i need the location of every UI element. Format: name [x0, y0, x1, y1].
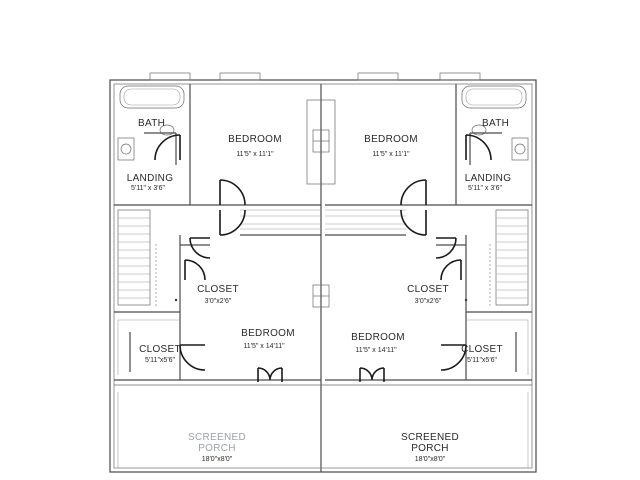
toilet-left	[159, 124, 175, 136]
porch-right-line1: SCREENED	[401, 432, 459, 443]
bedroom-bottom-right-dim: 11'5" x 14'11"	[355, 347, 397, 354]
door-hall-left	[219, 209, 246, 236]
door-porch-right	[359, 367, 385, 382]
bath-left-label: BATH	[138, 118, 165, 129]
closet-low-right-name: CLOSET	[461, 344, 503, 355]
closet-mid-right-marker	[464, 298, 468, 302]
porch-left-line2: PORCH	[198, 443, 236, 454]
chimney-top	[306, 99, 336, 185]
door-closet-mid-left	[189, 237, 211, 259]
door-bedroom-top-left	[219, 179, 246, 206]
porch-structure	[114, 384, 532, 469]
sink-basin-right	[514, 143, 526, 155]
landing-left-name: LANDING	[127, 173, 174, 184]
sink-basin-left	[120, 143, 132, 155]
door-stair-left	[184, 259, 206, 281]
doors	[154, 134, 492, 382]
closet-low-left-name: CLOSET	[139, 344, 181, 355]
sink-left	[117, 137, 135, 161]
roof-bump-2	[219, 72, 261, 81]
landing-left-dim: 5'11" x 3'6"	[131, 185, 165, 192]
door-bedroom-top-right	[400, 179, 427, 206]
bedroom-top-left-name: BEDROOM	[228, 134, 282, 145]
roof-bump-3	[357, 72, 399, 81]
closet-mid-right-name: CLOSET	[407, 284, 449, 295]
bedroom-bottom-left-dim: 11'5" x 14'11"	[243, 343, 285, 350]
party-wall	[306, 84, 336, 472]
bathtub-left	[119, 85, 185, 109]
porch-right-dim: 18'0"x8'0"	[415, 456, 446, 463]
landing-right-dim: 5'11" x 3'6"	[468, 185, 502, 192]
stair-right	[495, 209, 529, 306]
closet-mid-left-marker	[174, 298, 178, 302]
door-bath-left	[154, 134, 181, 161]
closet-low-left-dim: 5'11"x5'6"	[145, 357, 176, 364]
closet-low-right-dim: 5'11"x5'6"	[467, 357, 498, 364]
bedroom-bottom-left-name: BEDROOM	[241, 328, 295, 339]
porch-left-line1: SCREENED	[188, 432, 246, 443]
door-closet-low-left	[179, 344, 206, 371]
landing-right-name: LANDING	[465, 173, 512, 184]
bedroom-top-right-name: BEDROOM	[364, 134, 418, 145]
bathtub-left-inner	[123, 88, 181, 106]
closet-mid-right-dim: 3'0"x2'6"	[415, 298, 442, 305]
door-closet-low-right	[440, 344, 467, 371]
closet-mid-left-dim: 3'0"x2'6"	[205, 298, 232, 305]
door-stair-right	[440, 259, 462, 281]
exterior-inner-line	[113, 83, 533, 469]
bedroom-top-left-dim: 11'5" x 11'1"	[236, 151, 274, 158]
bathtub-right	[461, 85, 527, 109]
door-closet-mid-right	[435, 237, 457, 259]
closet-mid-left-name: CLOSET	[197, 284, 239, 295]
roof-bump-left	[149, 72, 191, 81]
sink-right	[511, 137, 529, 161]
bathtub-right-inner	[465, 88, 523, 106]
roof-bump-right	[439, 72, 481, 81]
door-bath-right	[465, 134, 492, 161]
stair-left	[117, 209, 151, 306]
interior-walls-left	[114, 84, 321, 381]
bath-right-label: BATH	[482, 118, 509, 129]
door-hall-right	[400, 209, 427, 236]
porch-left-dim: 18'0"x8'0"	[202, 456, 233, 463]
exterior-outline	[109, 79, 537, 473]
porch-right-line2: PORCH	[411, 443, 449, 454]
toilet-right	[471, 124, 487, 136]
bedroom-top-right-dim: 11'5" x 11'1"	[372, 151, 410, 158]
bedroom-bottom-right-name: BEDROOM	[351, 332, 405, 343]
door-porch-left	[257, 367, 283, 382]
